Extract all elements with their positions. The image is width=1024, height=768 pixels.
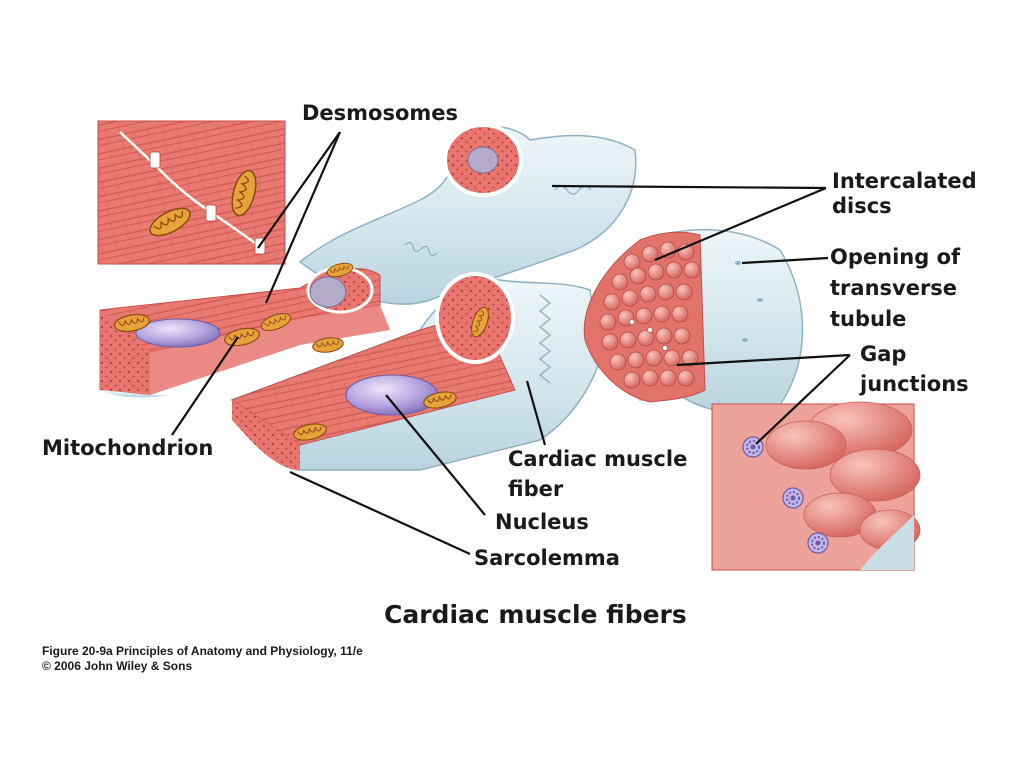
label-cardiac-muscle-fiber: Cardiac muscle fiber	[508, 447, 688, 501]
label-sarcolemma: Sarcolemma	[474, 546, 620, 570]
lower-fiber	[230, 272, 601, 471]
label-desmosomes: Desmosomes	[302, 101, 459, 125]
intercalated-disc-fingers	[599, 241, 701, 389]
label-intercalated-discs: Intercalated discs	[832, 169, 977, 218]
nucleus	[345, 374, 439, 416]
figure-credit: Figure 20-9a Principles of Anatomy and P…	[42, 644, 363, 673]
gap-junction-icon	[782, 487, 804, 509]
label-mitochondrion: Mitochondrion	[42, 436, 214, 460]
label-gap-junctions: Gap junctions	[860, 342, 969, 396]
desmosome-inset	[97, 120, 286, 265]
upper-fiber-tube	[298, 123, 637, 305]
gap-junction-inset	[711, 401, 921, 571]
right-fiber-end	[583, 229, 804, 414]
leader-lines	[171, 131, 851, 556]
nucleus	[135, 318, 221, 348]
label-nucleus: Nucleus	[495, 510, 589, 534]
gap-junction-icon	[807, 532, 829, 554]
middle-fiber	[99, 260, 390, 398]
figure-title: Cardiac muscle fibers	[384, 600, 687, 629]
label-opening-of-transverse-tubule: Opening of transverse tubule	[830, 245, 961, 331]
